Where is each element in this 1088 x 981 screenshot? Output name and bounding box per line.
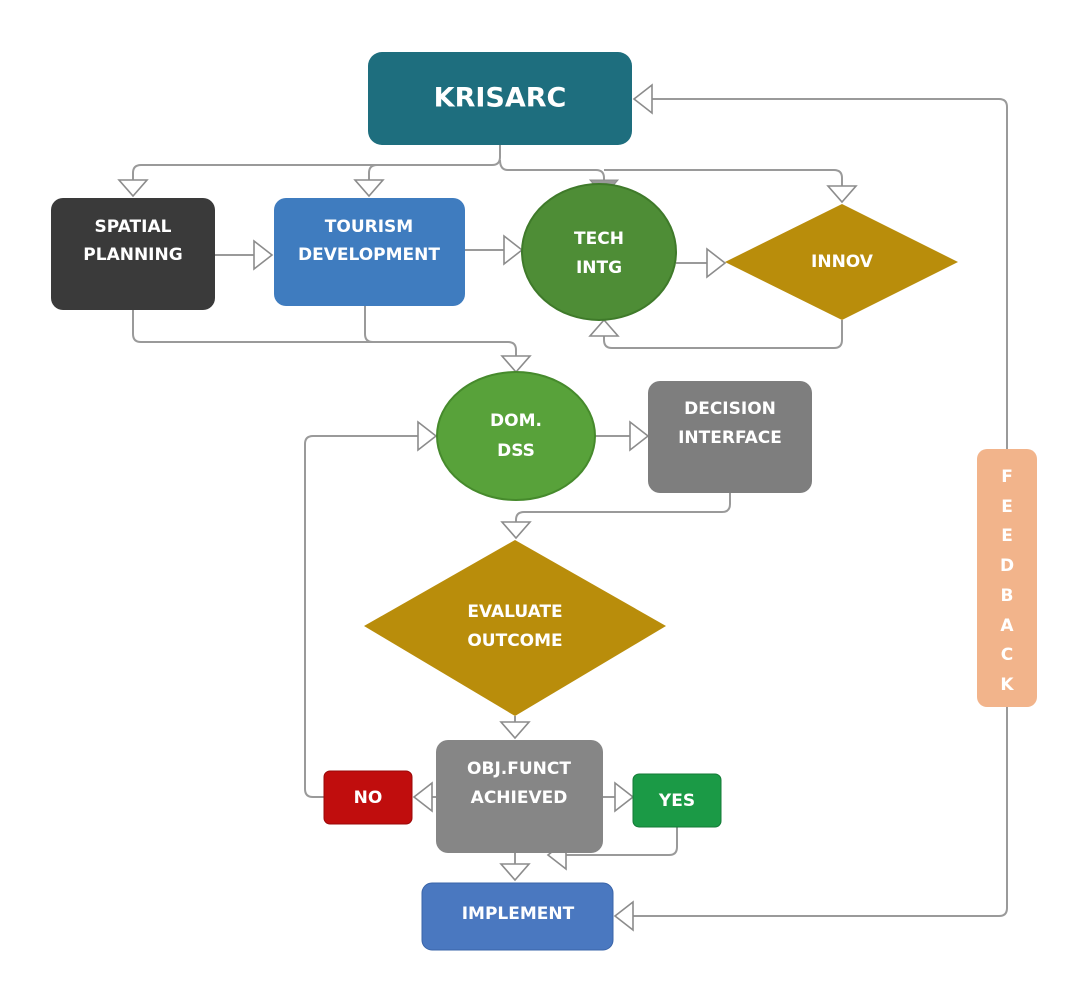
node-no[interactable]: NO [323,770,413,825]
spatial-planning-box [51,198,215,310]
connector-krisarc-to-tourism [368,164,378,180]
node-spatial-planning[interactable]: SPATIAL PLANNING [51,198,215,310]
tourism-development-box [274,198,465,306]
feedback-letter: E [1001,497,1013,517]
tech-intg-label-line1: TECH [574,229,624,249]
node-implement[interactable]: IMPLEMENT [421,882,614,951]
connector-tourism-to-dss [364,306,374,343]
arrowhead-right-icon [503,234,524,266]
node-feedback[interactable]: F E E D B A C K [977,449,1037,707]
spatial-planning-label-line1: SPATIAL [95,217,172,237]
connector-spatial-to-dss [132,310,517,356]
krisarc-label: KRISARC [434,83,567,114]
yes-label: YES [658,791,695,811]
arrowhead-right-icon [253,239,274,271]
obj-funct-box [436,740,603,853]
node-obj-funct-achieved[interactable]: OBJ.FUNCT ACHIEVED [436,740,603,853]
connector-decision-to-evaluate [515,493,731,522]
arrowhead-left-icon [632,83,653,115]
feedback-letter: K [1000,675,1014,695]
arrowhead-down-icon [826,185,858,204]
feedback-letter: C [1001,645,1013,665]
evaluate-outcome-label-line1: EVALUATE [467,602,562,622]
obj-funct-label-line1: OBJ.FUNCT [467,759,571,779]
node-krisarc[interactable]: KRISARC [368,52,632,145]
arrowhead-down-icon [499,721,531,740]
no-box [323,770,413,825]
no-label: NO [354,788,383,808]
node-decision-interface[interactable]: DECISION INTERFACE [648,381,812,493]
feedback-letter: B [1001,586,1014,606]
node-dom-dss[interactable]: DOM. DSS [436,371,596,501]
innov-label: INNOV [811,252,874,272]
obj-funct-label-line2: ACHIEVED [471,788,568,808]
feedback-letter: F [1001,467,1013,487]
arrowhead-right-icon [629,420,650,452]
arrowhead-down-icon [500,521,532,540]
feedback-box [977,449,1037,707]
connector-innov-to-tech [603,320,843,349]
yes-box [632,773,722,828]
dom-dss-label-line2: DSS [497,441,535,461]
decision-interface-label-line2: INTERFACE [678,428,782,448]
node-innov[interactable]: INNOV [725,204,958,320]
connector-yes-to-implement [566,827,678,856]
tourism-development-label-line2: DEVELOPMENT [298,245,440,265]
connector-feedback-to-krisarc [652,98,1008,449]
arrowhead-left-icon [613,900,634,932]
dom-dss-label-line1: DOM. [490,411,542,431]
connector-no-to-dss [304,435,418,798]
implement-box [421,882,614,951]
feedback-letter: A [1000,616,1014,636]
arrowhead-down-icon [117,179,149,198]
connector-krisarc-to-innov [604,169,843,186]
innov-diamond [725,204,958,320]
arrowhead-left-icon [412,781,433,813]
decision-interface-box [648,381,812,493]
arrowhead-down-icon [500,355,532,374]
tech-intg-ellipse [521,183,677,321]
evaluate-outcome-label-line2: OUTCOME [467,631,562,651]
node-yes[interactable]: YES [632,773,722,828]
arrowhead-down-icon [499,863,531,882]
connector-krisarc-to-tech [499,159,605,180]
connectors [132,98,1008,917]
arrowhead-down-icon [353,179,385,198]
krisarc-box [368,52,632,145]
feedback-letter: E [1001,526,1013,546]
tech-intg-label-line2: INTG [576,258,622,278]
arrowhead-right-icon [417,420,438,452]
node-evaluate-outcome[interactable]: EVALUATE OUTCOME [364,540,666,716]
arrowhead-right-icon [706,247,727,279]
implement-label: IMPLEMENT [462,904,575,924]
node-tourism-development[interactable]: TOURISM DEVELOPMENT [274,198,465,306]
arrowhead-right-icon [614,781,635,813]
dom-dss-ellipse [436,371,596,501]
tourism-development-label-line1: TOURISM [325,217,413,237]
node-tech-intg[interactable]: TECH INTG [521,183,677,321]
feedback-letter: D [1000,556,1014,576]
spatial-planning-label-line2: PLANNING [83,245,182,265]
evaluate-outcome-diamond [364,540,666,716]
arrowhead-up-icon [588,318,620,337]
decision-interface-label-line1: DECISION [684,399,776,419]
connector-feedback-to-implement [633,707,1008,917]
connector-krisarc-to-spatial [132,145,501,180]
